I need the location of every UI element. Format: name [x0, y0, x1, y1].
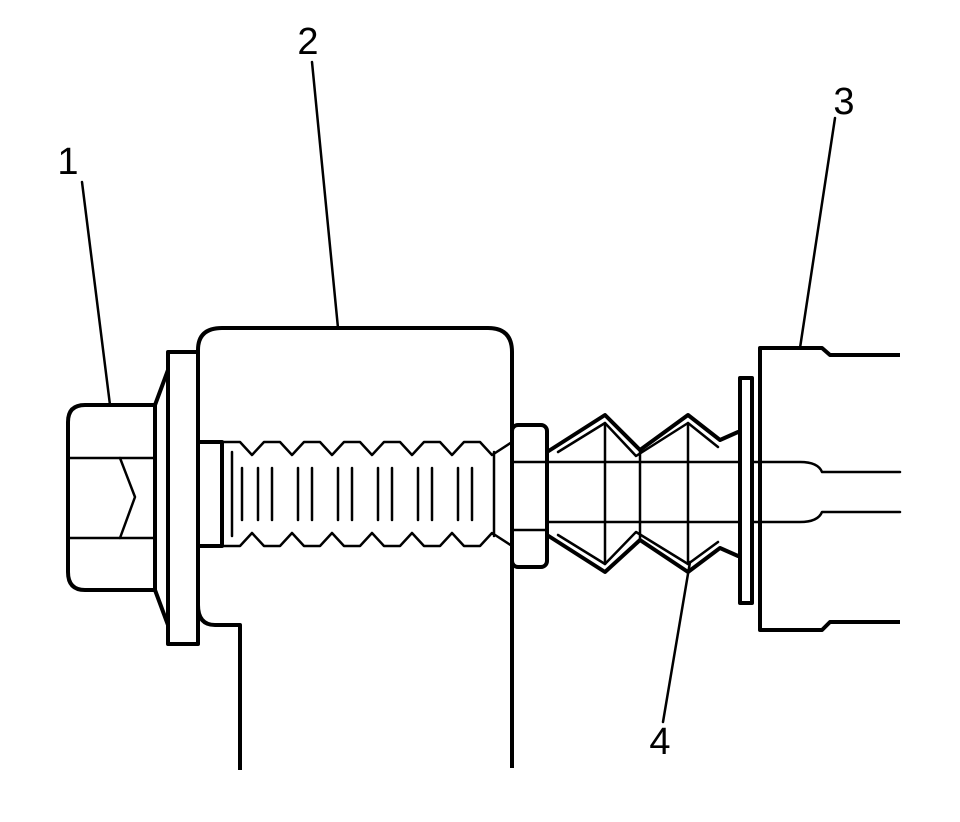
- callout-3: 3: [833, 81, 854, 123]
- leader-line-3: [798, 116, 837, 350]
- retaining-plate: [738, 376, 754, 605]
- leader-lines: [80, 60, 837, 724]
- threaded-stud: [196, 440, 514, 548]
- tie-rod-housing-part-3: [758, 346, 902, 632]
- bellows-boot-part-4: [545, 413, 802, 574]
- callout-4: 4: [649, 721, 670, 763]
- callout-1: 1: [57, 141, 78, 183]
- bracket-part-2: [196, 326, 514, 770]
- leader-line-4: [661, 560, 692, 724]
- hex-bolt-part-1: [66, 350, 200, 646]
- leader-line-1: [80, 180, 112, 407]
- callout-labels: 1 2 3 4: [57, 21, 854, 763]
- callout-2: 2: [297, 21, 318, 63]
- nut: [510, 423, 549, 569]
- leader-line-2: [310, 60, 340, 330]
